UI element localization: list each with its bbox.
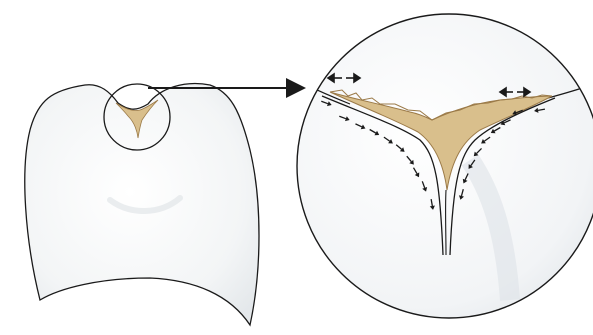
magnified-view [296,14,593,318]
tooth-overview [25,84,259,325]
